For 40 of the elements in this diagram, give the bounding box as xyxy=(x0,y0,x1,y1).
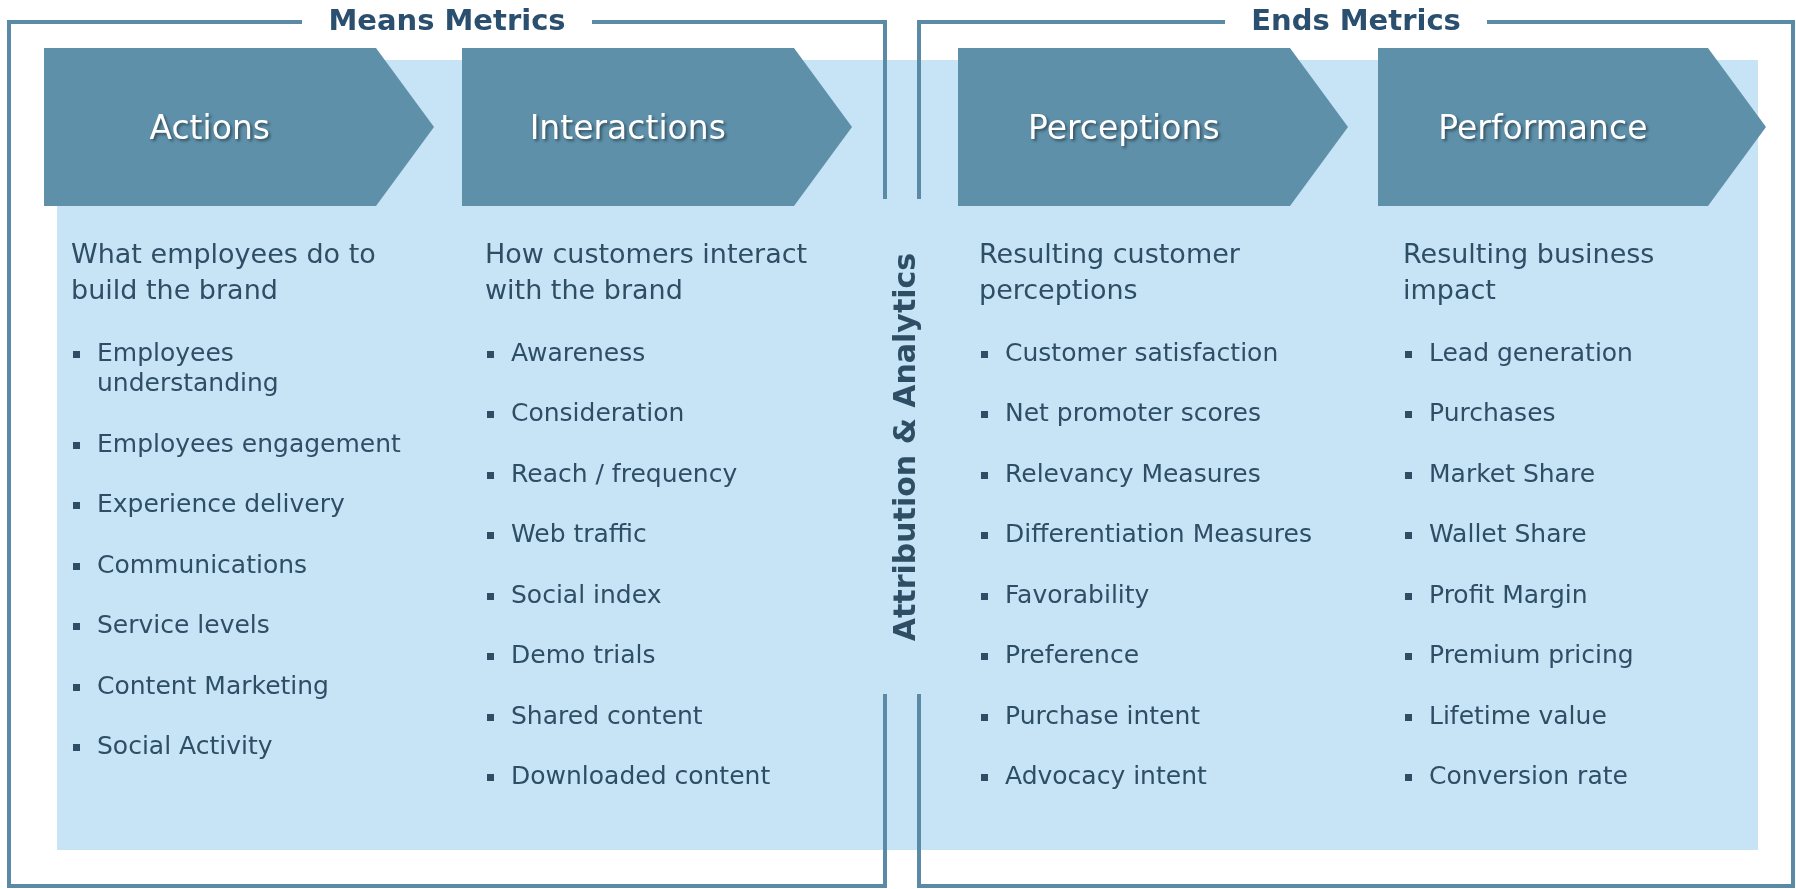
chevron-label: Perceptions xyxy=(1027,107,1220,147)
bullet-item: Lead generation xyxy=(1403,337,1753,369)
chevron-label: Actions xyxy=(149,107,270,147)
bullet-item: Premium pricing xyxy=(1403,640,1753,671)
bullet-item: Downloaded content xyxy=(485,761,835,792)
bullet-item: Experience delivery xyxy=(71,489,421,520)
bullet-item: Employees understanding xyxy=(71,337,421,399)
bullet-item: Content Marketing xyxy=(71,670,421,702)
chevron-label: Interactions xyxy=(529,107,726,147)
bullet-item: Service levels xyxy=(71,610,421,641)
bullet-item: Lifetime value xyxy=(1403,700,1753,732)
bullet-item: Awareness xyxy=(485,337,835,369)
column-description: How customers interact with the brand xyxy=(485,237,809,307)
bullet-item: Web traffic xyxy=(485,519,835,550)
bullet-item: Consideration xyxy=(485,398,835,429)
column-description: Resulting business impact xyxy=(1403,237,1656,307)
column-description: What employees do to build the brand xyxy=(71,237,377,307)
bullet-item: Profit Margin xyxy=(1403,579,1753,611)
bullet-item: Preference xyxy=(979,640,1329,671)
column-description: Resulting customer perceptions xyxy=(979,237,1241,307)
bullet-item: Conversion rate xyxy=(1403,761,1753,792)
bullet-item: Favorability xyxy=(979,579,1329,611)
bullet-item: Social index xyxy=(485,579,835,611)
bullet-item: Shared content xyxy=(485,700,835,732)
bullet-item: Customer satisfaction xyxy=(979,337,1329,369)
bullet-item: Net promoter scores xyxy=(979,398,1329,429)
bullet-item: Differentiation Measures xyxy=(979,519,1329,550)
vertical-label: Attribution & Analytics xyxy=(886,251,923,644)
bullet-item: Purchases xyxy=(1403,398,1753,429)
bullet-item: Market Share xyxy=(1403,458,1753,490)
bullet-item: Reach / frequency xyxy=(485,458,835,490)
bullet-item: Wallet Share xyxy=(1403,519,1753,550)
bullet-item: Relevancy Measures xyxy=(979,458,1329,490)
chevron-label: Performance xyxy=(1438,107,1648,147)
bullet-item: Demo trials xyxy=(485,640,835,671)
bullet-item: Communications xyxy=(71,549,421,581)
bullet-item: Social Activity xyxy=(71,731,421,762)
bullet-item: Advocacy intent xyxy=(979,761,1329,792)
bullet-item: Purchase intent xyxy=(979,700,1329,732)
bullet-item: Employees engagement xyxy=(71,428,421,460)
